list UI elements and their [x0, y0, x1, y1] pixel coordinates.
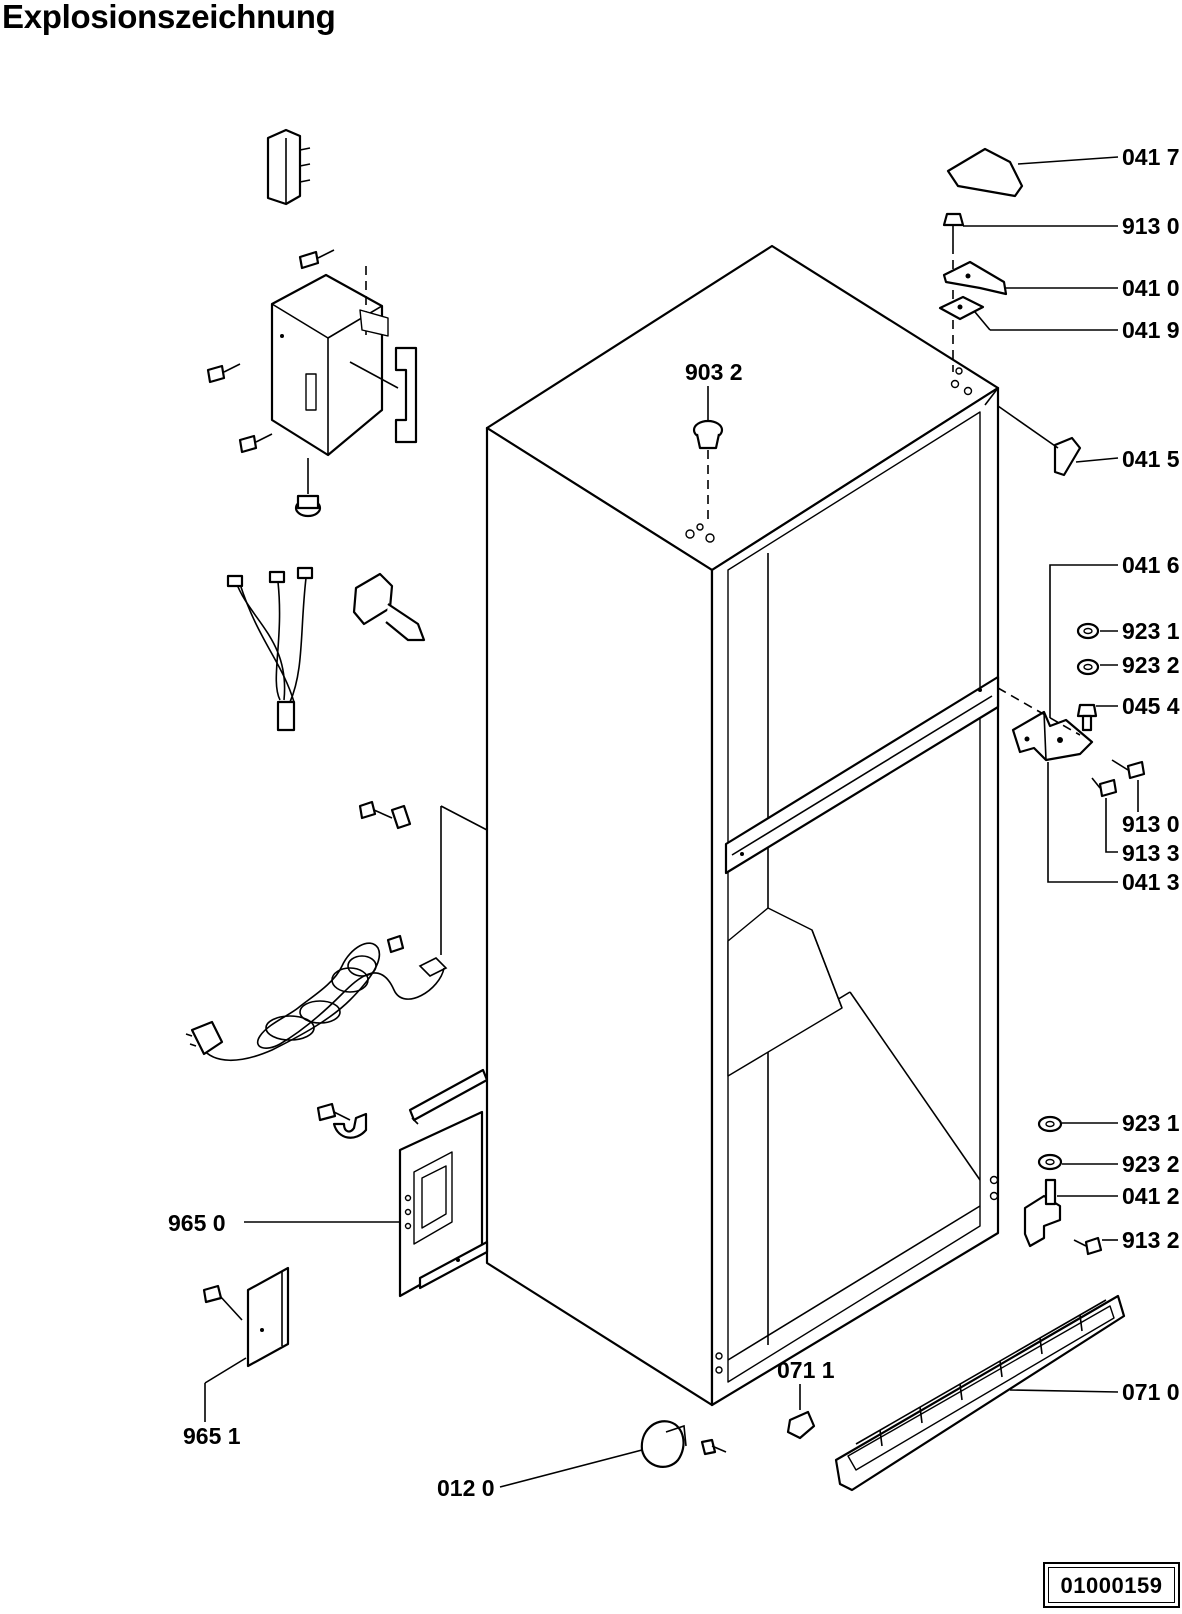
leveling-foot-0120 — [640, 1420, 727, 1468]
part-label-0415: 041 5 — [1122, 446, 1180, 472]
part-label-9231-top: 923 1 — [1122, 618, 1180, 644]
part-label-9232-bottom: 923 2 — [1122, 1151, 1180, 1177]
screw-left-3 — [238, 433, 273, 454]
part-label-0711: 071 1 — [777, 1357, 835, 1383]
cover-plate-9651 — [246, 1266, 290, 1368]
terminal-block — [266, 128, 311, 206]
page-title: Explosionszeichnung — [2, 0, 336, 35]
washer-9232-top — [1076, 658, 1100, 676]
part-label-0417: 041 7 — [1122, 144, 1180, 170]
screw-cord-clamp — [358, 800, 412, 830]
hinge-spacer-0419 — [938, 295, 985, 321]
leader-lines — [204, 156, 1139, 1488]
power-cord — [185, 934, 448, 1061]
part-label-0710: 071 0 — [1122, 1379, 1180, 1405]
part-label-9232-top: 923 2 — [1122, 652, 1180, 678]
part-label-0419: 041 9 — [1122, 317, 1180, 343]
screw-9132 — [1073, 1236, 1103, 1256]
screw-9130-top — [942, 212, 965, 372]
screw-9130-mid — [1111, 759, 1146, 780]
hinge-0416 — [1011, 710, 1094, 762]
clip-0711 — [786, 1410, 816, 1440]
plug-9032 — [692, 419, 724, 524]
washer-9231-bottom — [1037, 1115, 1063, 1133]
hinge-pin-0454 — [1076, 703, 1098, 732]
rear-rail — [408, 1068, 489, 1125]
part-label-9650: 965 0 — [168, 1210, 226, 1236]
screw-left-2 — [206, 363, 241, 384]
rear-cover-9650 — [398, 1110, 489, 1298]
part-label-9651: 965 1 — [183, 1423, 241, 1449]
part-label-9132: 913 2 — [1122, 1227, 1180, 1253]
cross-rail — [724, 675, 1000, 875]
drawing-number-box: 01000159 — [1043, 1562, 1180, 1608]
part-label-0412: 041 2 — [1122, 1183, 1180, 1209]
hinge-plate-0410 — [942, 260, 1008, 296]
base-grille-0710 — [834, 1294, 1126, 1492]
thermostat-housing — [270, 273, 399, 457]
part-label-0410: 041 0 — [1122, 275, 1180, 301]
screw-left-1 — [298, 249, 335, 270]
lamp-socket — [294, 494, 322, 518]
hinge-cover-0417 — [946, 147, 1024, 198]
part-label-0120: 012 0 — [437, 1475, 495, 1501]
part-label-9130-top: 913 0 — [1122, 213, 1180, 239]
cable-clip — [316, 1102, 368, 1139]
washer-9231-top — [1076, 622, 1100, 640]
part-labels: 041 7 913 0 041 0 041 9 041 5 903 2 041 … — [168, 144, 1180, 1501]
wiring-harness — [226, 566, 314, 732]
cabinet-body — [485, 244, 1000, 1407]
part-label-9130-mid: 913 0 — [1122, 811, 1180, 837]
part-label-0413: 041 3 — [1122, 869, 1180, 895]
screw-9651 — [202, 1284, 243, 1321]
part-label-0454: 045 4 — [1122, 693, 1180, 719]
drawing-number: 01000159 — [1060, 1573, 1163, 1598]
part-label-9032: 903 2 — [685, 359, 743, 385]
part-label-9133: 913 3 — [1122, 840, 1180, 866]
part-label-9231-bottom: 923 1 — [1122, 1110, 1180, 1136]
part-label-0416: 041 6 — [1122, 552, 1180, 578]
washer-9232-bottom — [1037, 1153, 1063, 1171]
screw-9133 — [1091, 777, 1118, 798]
hinge-0412 — [1023, 1178, 1062, 1248]
knob-bracket — [394, 346, 418, 444]
door-switch — [352, 572, 426, 642]
clip-0415 — [1053, 436, 1082, 477]
